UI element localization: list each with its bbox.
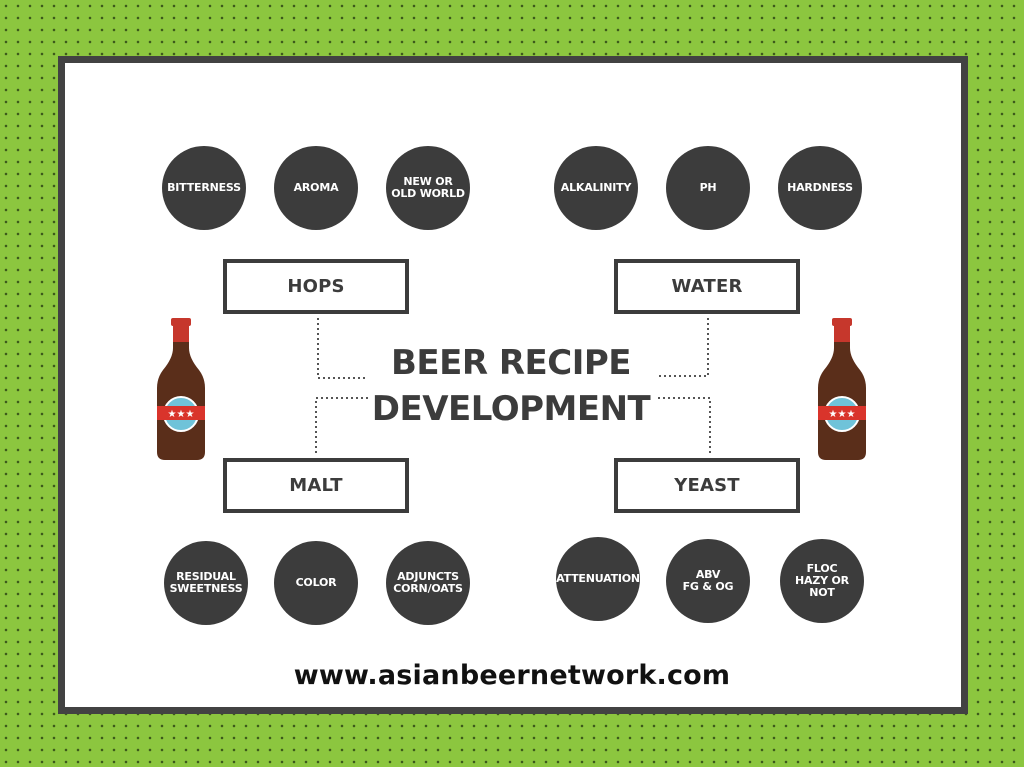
- water-attribute-hardness: HARDNESS: [778, 146, 862, 230]
- malt-attribute-color: COLOR: [274, 541, 358, 625]
- svg-text:★★★: ★★★: [829, 409, 856, 420]
- malt-attribute-residual-sweetness: RESIDUAL SWEETNESS: [164, 541, 248, 625]
- water-box: WATER: [614, 259, 800, 314]
- beer-bottle-icon: ★★★: [818, 318, 866, 460]
- yeast-attribute-abv: ABV FG & OG: [666, 539, 750, 623]
- water-attribute-ph: PH: [666, 146, 750, 230]
- hops-box: HOPS: [223, 259, 409, 314]
- title-line-2: DEVELOPMENT: [371, 389, 651, 429]
- malt-attribute-adjuncts: ADJUNCTS CORN/OATS: [386, 541, 470, 625]
- title-line-1: BEER RECIPE: [390, 343, 632, 383]
- yeast-attribute-attenuation: ATTENUATION: [556, 537, 640, 621]
- beer-bottle-icon: ★★★: [157, 318, 205, 460]
- svg-text:★★★: ★★★: [168, 409, 195, 420]
- yeast-attribute-floc: FLOC HAZY OR NOT: [780, 539, 864, 623]
- hops-attribute-origin: NEW OR OLD WORLD: [386, 146, 470, 230]
- malt-box: MALT: [223, 458, 409, 513]
- diagram-title: BEER RECIPE DEVELOPMENT: [330, 340, 692, 432]
- hops-attribute-aroma: AROMA: [274, 146, 358, 230]
- water-attribute-alkalinity: ALKALINITY: [554, 146, 638, 230]
- hops-attribute-bitterness: BITTERNESS: [162, 146, 246, 230]
- website-url: www.asianbeernetwork.com: [293, 660, 731, 691]
- yeast-box: YEAST: [614, 458, 800, 513]
